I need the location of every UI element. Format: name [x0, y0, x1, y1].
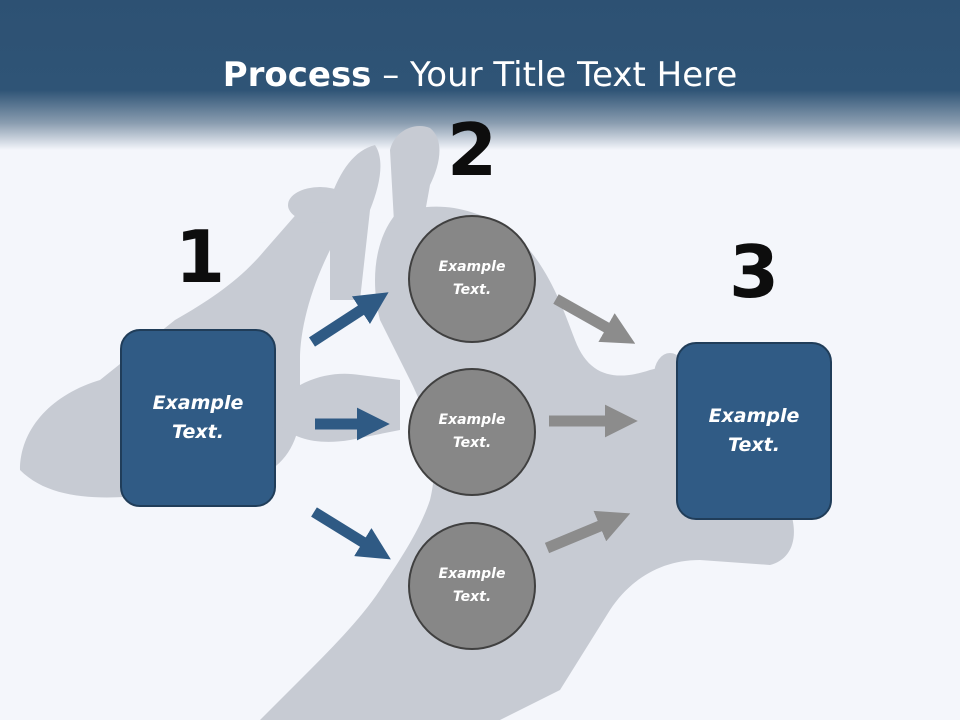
- circle-label-middle: Example Text.: [438, 412, 506, 451]
- arrow-right-down-icon: [311, 507, 391, 560]
- arrow-right-up-icon: [309, 292, 389, 347]
- arrow-gray-up-icon: [544, 510, 631, 554]
- circle-label-top: Example Text.: [438, 259, 506, 298]
- header-banner: [0, 0, 960, 150]
- step-number-3: 3: [728, 230, 780, 314]
- step-2-circle-middle: Example Text.: [408, 368, 536, 496]
- step-3-box: Example Text.: [676, 342, 832, 520]
- step-2-circle-top: Example Text.: [408, 215, 536, 343]
- title-rest: – Your Title Text Here: [371, 55, 738, 95]
- title-bold: Process: [222, 55, 372, 95]
- step-number-2: 2: [446, 108, 498, 192]
- circle-label-bottom: Example Text.: [438, 566, 506, 605]
- step-1-label: Example Text.: [152, 392, 244, 443]
- step-1-box: Example Text.: [120, 329, 276, 507]
- arrow-gray-down-icon: [553, 294, 636, 344]
- step-number-1: 1: [174, 215, 226, 299]
- step-2-circle-bottom: Example Text.: [408, 522, 536, 650]
- page-title: Process – Your Title Text Here: [0, 52, 960, 98]
- step-3-label: Example Text.: [708, 405, 800, 456]
